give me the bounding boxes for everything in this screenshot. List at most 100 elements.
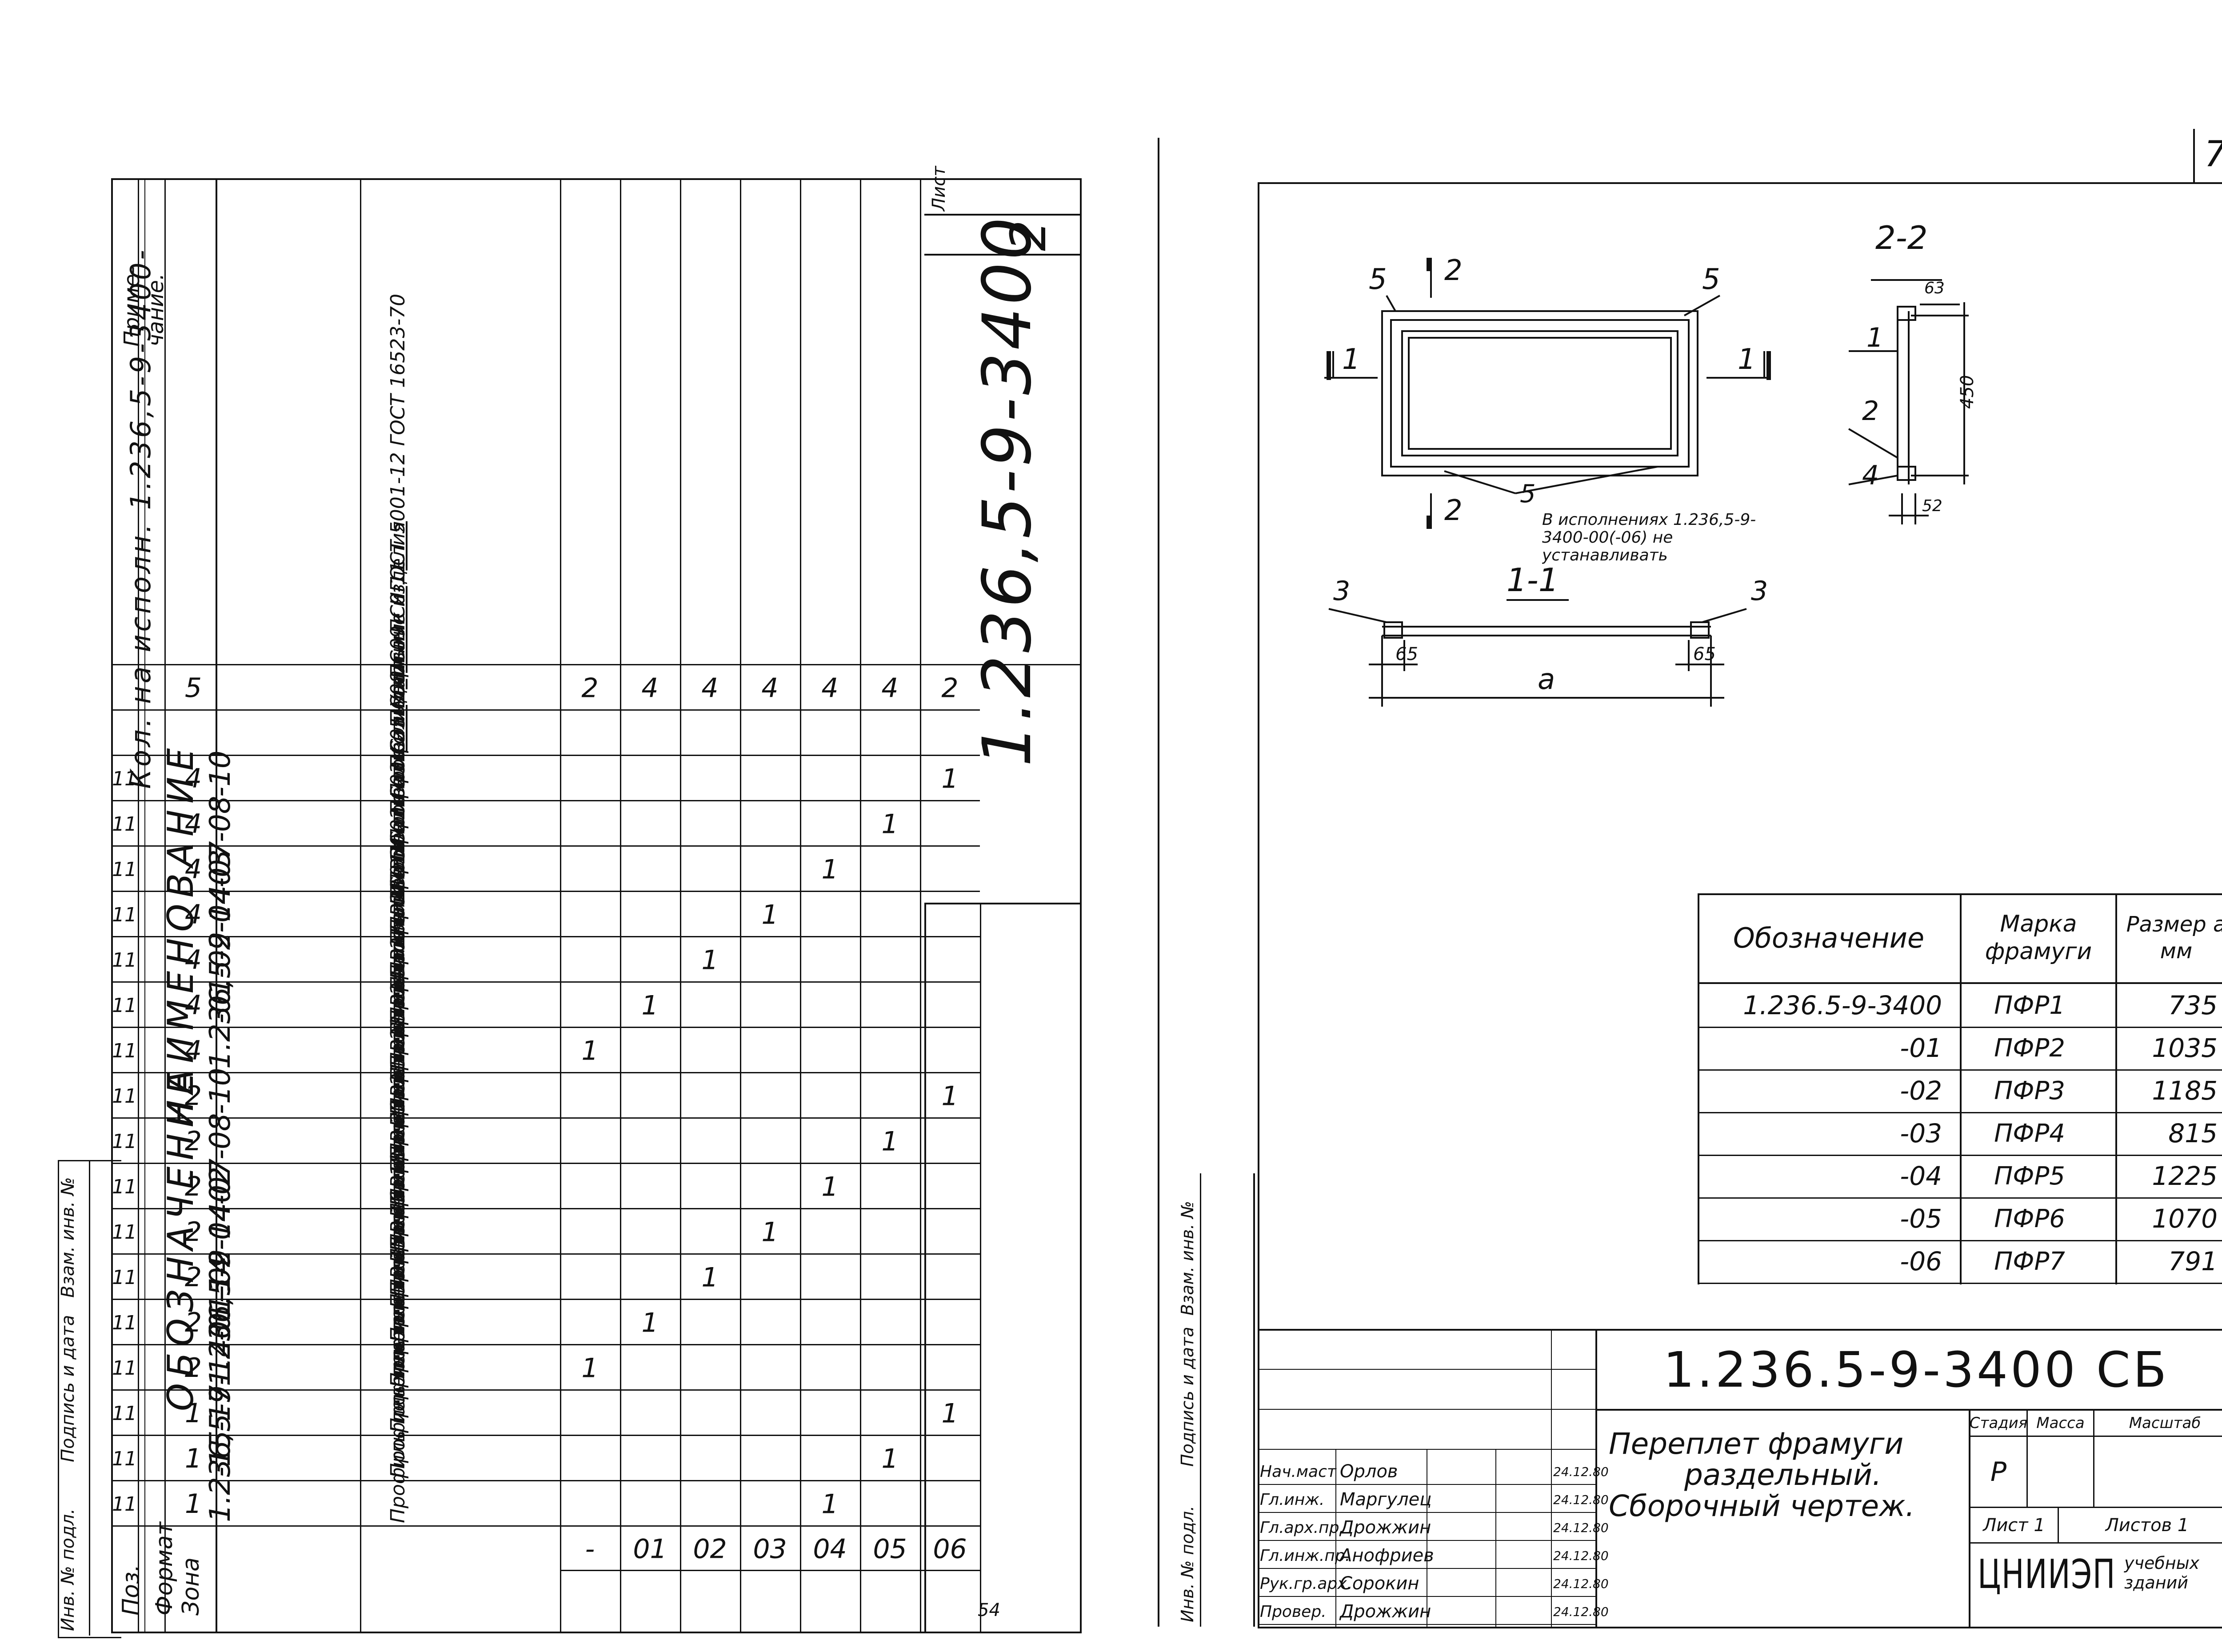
page-number-rule [2193,129,2195,182]
signer-name: Анофриев [1340,1545,1434,1566]
spec-format: 11 [112,994,137,1017]
spec-row-rule [111,1299,980,1300]
org-name: ЦНИИЭП [1978,1551,2116,1598]
spec-row-rule [111,845,980,847]
stage-value: Р [1990,1456,2007,1488]
section-mark-1-right: 1 [1738,343,1756,376]
signer-name: Маргулец [1340,1489,1432,1510]
spec-designation: -08 [204,796,237,842]
marks-size: 1035 [2152,1033,2218,1063]
marks-mark: ПФР2 [1994,1033,2065,1063]
signer-role: Гл.арх.пр. [1260,1519,1345,1537]
dim-65-left: 65 [1395,644,1418,664]
title-line-1: Переплет фрамуги [1609,1427,1904,1461]
callout-3-right: 3 [1751,576,1768,607]
signer-role: Нач.маст [1260,1463,1336,1481]
title-line-2: раздельный. [1684,1458,1882,1492]
spec-qty: 4 [821,672,839,704]
marks-mark: ПФР5 [1994,1161,2065,1191]
spec-column-rule [620,180,621,1633]
spec-designation: -01 [204,1294,237,1341]
spec-pos: 5 [184,672,202,704]
spec-side-stamp-1: Инв. № подл. [58,1508,78,1631]
spec-column-rule [980,904,981,1633]
marks-mark: ПФР6 [1994,1204,2065,1233]
marks-header-designation: Обозначение [1733,921,1925,954]
spec-qty: 4 [641,672,659,704]
spec-column-rule [740,180,741,1633]
title-line-3: Сборочный чертеж. [1609,1489,1915,1523]
spec-row-rule [111,755,980,756]
spec-pos [175,718,212,749]
sheets-value: Листов 1 [2105,1515,2189,1536]
marks-size: 1070 [2152,1204,2218,1234]
spec-format: 11 [112,1130,137,1153]
spec-designation: -10 [204,750,237,797]
marks-row-rule [1698,1283,2222,1284]
spec-row-rule [111,800,980,801]
signer-name: Сорокин [1340,1573,1419,1594]
marks-header-mark: Марка фрамуги [1985,911,2092,965]
signer-role: Гл.инж. [1260,1491,1325,1509]
spec-format: 11 [112,858,137,881]
callout-2: 2 [1862,396,1879,427]
dim-65-right: 65 [1693,644,1716,664]
spec-designation: -17 [204,1385,237,1432]
spec-row-rule [111,1163,980,1164]
spec-designation: -15 [204,1430,237,1477]
spec-doc-code: 1.236,5-9-3400 [969,215,1046,767]
spec-designation: -10 [204,1068,237,1114]
dim-63: 63 [1924,279,1945,297]
section-mark-1-left: 1 [1342,343,1360,376]
marks-size: 1185 [2152,1076,2218,1106]
marks-designation: -01 [1900,1033,1942,1063]
signer-date: 24.12.80 [1553,1604,1609,1619]
spec-designation: -08 [204,1113,237,1160]
assembly-side-stamp-2: Подпись и дата [1178,1327,1197,1467]
section-mark-2-bottom: 2 [1444,494,1463,527]
signer-role: Провер. [1260,1603,1327,1621]
callout-5b: 5 [1702,263,1720,296]
marks-designation: 1.236.5-9-3400 [1743,990,1942,1020]
specification-sheet: Формат Зона Поз. ОБОЗНАЧЕНИЕ НАИМЕНОВАНИ… [111,166,1082,1633]
spec-format: 11 [112,1084,137,1108]
spec-name: Угольник ЧГОСТ 5001-12 ГОСТ 16523-70 [387,293,409,707]
spec-side-stamp-2: Подпись и дата [58,1315,78,1462]
marks-size: 815 [2168,1118,2218,1148]
title-block: 1.236.5-9-3400 СБ Переплет фрамуги разде… [1258,1329,2222,1627]
marks-mark: ПФР7 [1994,1247,2065,1276]
mass-label: Масса [2036,1414,2085,1432]
callout-5a: 5 [1369,263,1387,296]
signer-role: Гл.инж.пр. [1260,1547,1351,1565]
signer-date: 24.12.80 [1553,1520,1609,1535]
spec-row-rule [111,1027,980,1028]
spec-qty: 2 [941,672,959,704]
spec-qty: 4 [701,672,719,704]
org-sub: учебных зданий [2124,1553,2200,1592]
marks-mark: ПФР1 [1994,991,2065,1020]
spec-designation: -01 [204,977,237,1024]
dim-a: a [1538,663,1555,696]
spec-designation: -04 [204,886,237,933]
spec-row-rule [111,1435,980,1436]
assembly-sheet-frame [1258,182,2222,1628]
assembly-side-stamp-1: Инв. № подл. [1178,1505,1197,1622]
signer-role: Рук.гр.арх. [1260,1575,1352,1593]
frame-outer [1381,310,1698,476]
marks-size: 735 [2168,990,2218,1020]
spec-qty: 2 [581,672,599,704]
scale-label: Масштаб [2129,1414,2201,1432]
spec-side-stamp-divider [89,1160,90,1636]
spec-corner-mark: 54 [978,1600,1000,1620]
spec-row-rule [111,1253,980,1255]
header-note: Приме- чание. [120,266,168,347]
header-zone: Зона [178,1557,204,1616]
section-11-label: 1-1 [1507,561,1559,599]
header-pos: Поз. [118,1564,144,1616]
spec-designation: -04 [204,1204,237,1250]
callout-5c: 5 [1520,480,1536,508]
spec-row-rule [111,1072,980,1073]
spec-format: 11 [112,948,137,972]
marks-row-rule [1698,1197,2222,1199]
marks-row-rule [1698,1069,2222,1071]
